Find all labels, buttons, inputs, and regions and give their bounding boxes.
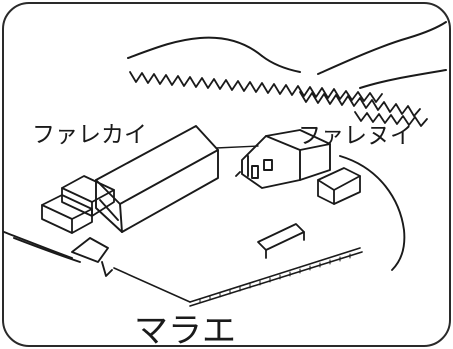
- small-sheds: [41, 175, 115, 234]
- gateway: [3, 231, 113, 277]
- wharenui-building: [235, 129, 331, 189]
- front-fence: [113, 247, 363, 307]
- small-box: [317, 167, 361, 205]
- hills: [127, 21, 447, 89]
- path-connector: [215, 145, 259, 149]
- wharekai-building: [95, 125, 219, 233]
- label-wharekai: ファレカイ: [32, 122, 147, 148]
- boundary-curve: [339, 155, 406, 271]
- small-shelter: [257, 223, 305, 259]
- label-wharenui: ファレヌイ: [298, 123, 413, 149]
- tree-line: [129, 71, 428, 127]
- fence-posts: [199, 253, 351, 304]
- frame-border: [2, 2, 451, 347]
- label-marae: マラエ: [134, 311, 236, 349]
